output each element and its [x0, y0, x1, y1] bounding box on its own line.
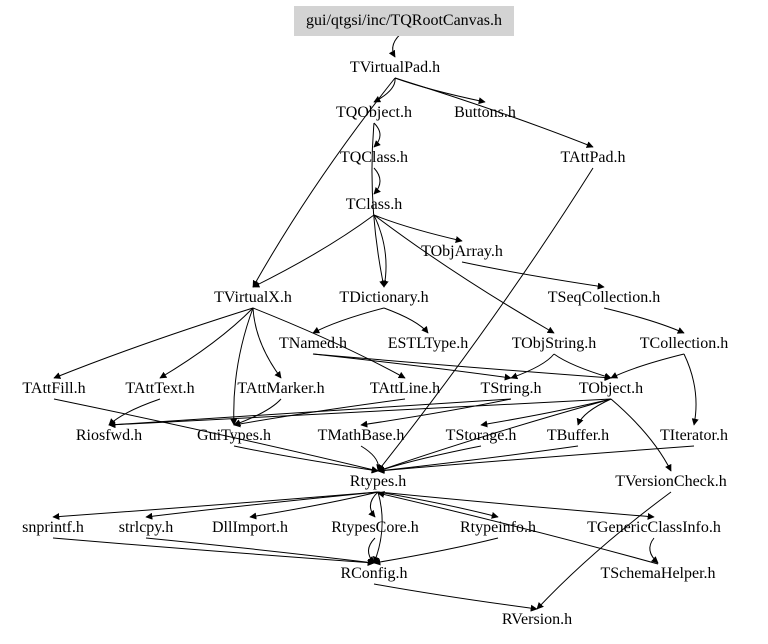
node-rversion[interactable]: RVersion.h — [501, 611, 573, 628]
node-tversioncheck[interactable]: TVersionCheck.h — [615, 473, 727, 490]
edge-tgenericclassinfo-tschemahelper — [649, 537, 659, 564]
node-tnamed[interactable]: TNamed.h — [279, 335, 347, 352]
edge-tcollection-titerator — [683, 353, 699, 426]
edge-tbuffer-rtypes — [377, 445, 579, 474]
node-tdictionary[interactable]: TDictionary.h — [339, 289, 429, 306]
edge-tcollection-tobject — [610, 353, 685, 379]
node-tattline[interactable]: TAttLine.h — [369, 380, 441, 397]
edge-tqobject-tqclass — [373, 122, 381, 148]
node-tstring[interactable]: TString.h — [480, 380, 542, 397]
edge-tattline-guitypes — [233, 398, 406, 428]
edge-tstring-riosfwd — [108, 398, 512, 429]
edge-tobject-riosfwd — [108, 398, 612, 429]
node-tstorage[interactable]: TStorage.h — [445, 427, 517, 444]
edge-tdictionary-tnamed — [312, 307, 385, 334]
node-tvirtualx[interactable]: TVirtualX.h — [214, 289, 292, 306]
edge-tobject-tstorage — [480, 398, 612, 428]
edge-rtypescore-rconfig — [367, 537, 376, 564]
node-tattpad[interactable]: TAttPad.h — [560, 149, 626, 166]
edge-tvirtualx-tattmarker — [252, 307, 282, 379]
node-estltype[interactable]: ESTLType.h — [387, 335, 469, 352]
edge-rtypes-strlcpy — [145, 491, 379, 520]
edge-tschemahelper-rtypes — [377, 491, 659, 565]
node-rtypes[interactable]: Rtypes.h — [349, 473, 407, 490]
edge-tclass-tobjarray — [373, 214, 463, 243]
node-dllimport[interactable]: DllImport.h — [212, 519, 288, 536]
node-tcollection[interactable]: TCollection.h — [639, 335, 729, 352]
edge-rtypes-rtypescore — [368, 491, 379, 518]
edge-rtypes-tgenericclassinfo — [377, 491, 655, 520]
node-rconfig[interactable]: RConfig.h — [340, 565, 408, 582]
edge-tvirtualx-tattfill — [53, 307, 254, 379]
edge-tstring-tmathbase — [360, 398, 512, 428]
edge-tvirtualpad-buttons — [394, 77, 486, 105]
node-root[interactable]: gui/qtgsi/inc/TQRootCanvas.h — [294, 6, 514, 36]
edge-rtypes-dllimport — [249, 491, 379, 520]
node-snprintf[interactable]: snprintf.h — [22, 519, 84, 536]
node-tbuffer[interactable]: TBuffer.h — [546, 427, 610, 444]
edge-tobjstring-tstring — [510, 353, 555, 380]
edge-strlcpy-rconfig — [145, 537, 375, 566]
edge-tversioncheck-rversion — [536, 491, 672, 610]
edge-tvirtualx-tattline — [252, 307, 406, 379]
node-tschemahelper[interactable]: TSchemaHelper.h — [600, 565, 716, 582]
node-titerator[interactable]: TIterator.h — [660, 427, 728, 444]
edge-tnamed-tobject — [312, 353, 612, 382]
node-tobjarray[interactable]: TObjArray.h — [421, 243, 503, 260]
node-tattmarker[interactable]: TAttMarker.h — [237, 380, 325, 397]
edge-tvirtualpad-tattpad — [394, 77, 594, 148]
edge-tclass-tdictionary — [373, 214, 389, 288]
node-tclass[interactable]: TClass.h — [345, 196, 403, 213]
node-strlcpy[interactable]: strlcpy.h — [118, 519, 174, 536]
node-tattfill[interactable]: TAttFill.h — [22, 380, 86, 397]
node-rtypescore[interactable]: RtypesCore.h — [331, 519, 419, 536]
edge-tobject-rtypes — [377, 398, 612, 473]
edge-tstorage-rtypes — [377, 445, 482, 473]
edge-titerator-rtypes — [377, 445, 695, 474]
node-tqclass[interactable]: TQClass.h — [340, 149, 408, 166]
node-rtypeinfo[interactable]: Rtypeinfo.h — [460, 519, 536, 536]
edge-tattpad-rtypes — [377, 167, 594, 472]
node-tvirtualpad[interactable]: TVirtualPad.h — [349, 59, 441, 76]
edge-tvirtualx-tatttext — [159, 307, 254, 379]
edge-tnamed-tstring — [312, 353, 512, 381]
node-tseqcollection[interactable]: TSeqCollection.h — [547, 289, 661, 306]
edge-tclass-tobjstring — [373, 214, 555, 334]
edge-rconfig-rversion — [373, 583, 538, 612]
node-tqobject[interactable]: TQObject.h — [336, 104, 412, 121]
edge-tvirtualx-guitypes — [230, 307, 254, 426]
edge-rtypes-rconfig — [373, 491, 383, 564]
edge-tvirtualpad-tvirtualx — [252, 77, 396, 288]
edge-tattfill-rtypes — [53, 398, 379, 473]
edge-tdictionary-estltype — [383, 307, 429, 334]
edge-tclass-tvirtualx — [252, 214, 375, 288]
node-tgenericclassinfo[interactable]: TGenericClassInfo.h — [587, 519, 721, 536]
edge-rtypes-rtypeinfo — [377, 491, 499, 519]
edge-tqobject-tdictionary — [371, 122, 387, 288]
edge-guitypes-rtypes — [233, 445, 379, 474]
node-tatttext[interactable]: TAttText.h — [125, 380, 195, 397]
node-guitypes[interactable]: GuiTypes.h — [197, 427, 271, 444]
edge-rtypes-snprintf — [52, 491, 379, 521]
edge-tobject-tbuffer — [576, 398, 612, 426]
node-tobjstring[interactable]: TObjString.h — [511, 335, 597, 352]
edge-snprintf-rconfig — [52, 537, 375, 567]
edge-tobject-tversioncheck — [610, 398, 672, 472]
node-tmathbase[interactable]: TMathBase.h — [317, 427, 405, 444]
node-tobject[interactable]: TObject.h — [578, 380, 644, 397]
node-buttons[interactable]: Buttons.h — [454, 104, 516, 121]
edge-tqclass-tclass — [373, 167, 381, 195]
edge-rtypeinfo-rconfig — [373, 537, 499, 566]
edge-tobjarray-tseqcollection — [461, 261, 605, 290]
node-riosfwd[interactable]: Riosfwd.h — [75, 427, 143, 444]
edge-tseqcollection-tcollection — [603, 307, 685, 334]
